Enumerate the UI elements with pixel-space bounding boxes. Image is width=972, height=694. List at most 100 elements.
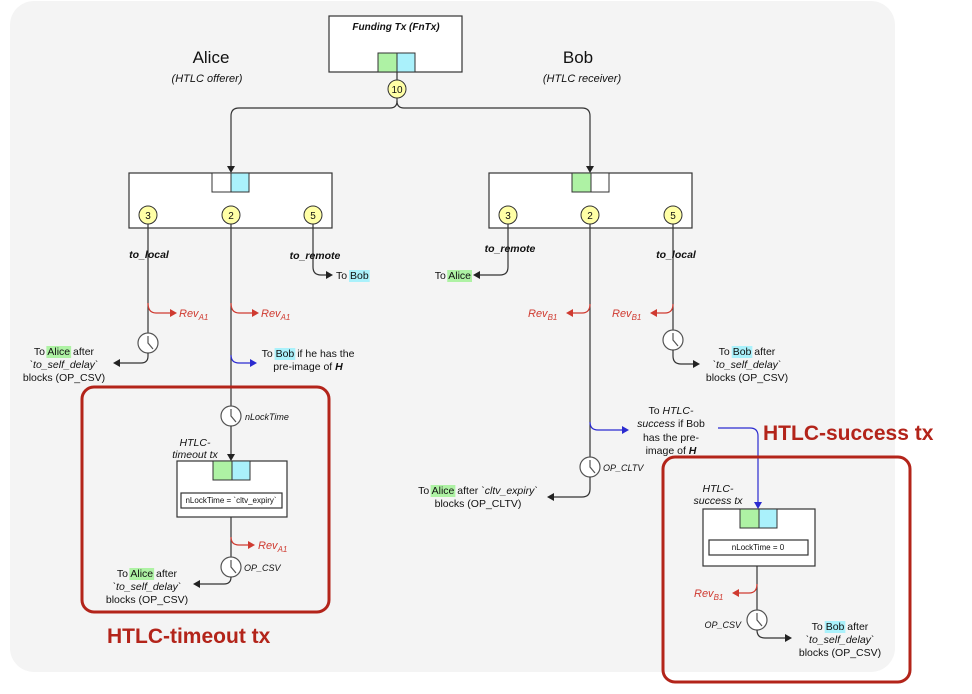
htlc-success-highlight-box (661, 455, 912, 684)
bob-htlc-value: 2 (587, 211, 593, 222)
alice-to-local-revocation-line (147, 302, 171, 314)
bob-commitment-input-left (571, 172, 592, 193)
htlc-success-caption: HTLC-success tx (763, 422, 934, 445)
bob-htlc-timeout-destination: To Alice after `cltv_expiry` blocks (OP_… (418, 485, 538, 510)
htlc-success-payout-line (756, 629, 786, 639)
alice-role: (HTLC offerer) (172, 73, 243, 85)
alice-to-remote-destination: To Bob (336, 270, 369, 282)
funding-tx-title: Funding Tx (FnTx) (352, 22, 440, 33)
svg-text:blocks (OP_CSV): blocks (OP_CSV) (106, 594, 188, 606)
bob-to-local-payout-line (672, 350, 694, 365)
alice-to-local-value: 3 (145, 211, 151, 222)
arrowhead (113, 359, 120, 367)
bob-commitment-tx: 3 2 5 (488, 172, 693, 229)
bob-to-remote-branch: to_remote To Alice (435, 224, 536, 282)
htlc-success-section: HTLC-success tx HTLC- success tx nLockTi… (661, 422, 934, 684)
svg-text:has the pre-: has the pre- (643, 432, 700, 444)
htlc-timeout-revocation-label: RevA1 (258, 540, 287, 554)
alice-htlc-revocation-label: RevA1 (261, 308, 290, 322)
alice-htlc-preimage-destination: To Bob if he has the pre-image of H (262, 348, 355, 373)
htlc-timeout-revocation-line (230, 536, 249, 546)
bob-to-local-revocation-line (656, 303, 674, 314)
alice-commitment-tx: 3 2 5 (128, 172, 333, 229)
htlc-timeout-nlocktime-box (180, 492, 283, 509)
alice-to-local-revocation-label: RevA1 (179, 308, 208, 322)
arrowhead (566, 309, 573, 317)
bob-htlc-success-destination: To HTLC- success if Bob has the pre- ima… (637, 405, 705, 457)
htlc-success-nlocktime-box (708, 539, 809, 556)
htlc-success-nlocktime: nLockTime = 0 (732, 543, 785, 552)
htlc-timeout-payout-line (199, 576, 232, 585)
alice-name: Alice (193, 48, 230, 67)
htlc-success-input-right (758, 508, 778, 529)
bob-to-local-label: to_local (656, 249, 697, 261)
clock-icon (579, 456, 601, 478)
clock-icon (662, 329, 684, 351)
svg-text:blocks (OP_CSV): blocks (OP_CSV) (706, 372, 788, 384)
htlc-timeout-nlocktime: nLockTime = `cltv_expiry` (185, 496, 276, 505)
htlc-success-revocation-line (738, 583, 758, 594)
arrowhead (547, 493, 554, 501)
bob-to-remote-label: to_remote (485, 243, 536, 255)
funding-output-value: 10 (391, 85, 403, 96)
htlc-timeout-input-left (212, 460, 233, 481)
svg-text:pre-image of H: pre-image of H (273, 361, 343, 373)
arrowhead (785, 634, 792, 642)
arrowhead (227, 454, 235, 461)
arrowhead (693, 360, 700, 368)
htlc-timeout-destination: To Alice after `to_self_delay` blocks (O… (106, 568, 188, 606)
svg-text:To Bob if he has the: To Bob if he has the (262, 348, 355, 360)
arrowhead (252, 309, 259, 317)
svg-text:To Alice after `cltv_expiry`: To Alice after `cltv_expiry` (418, 485, 538, 497)
bob-htlc-timeout-payout-line (553, 477, 591, 498)
svg-text:success if Bob: success if Bob (637, 418, 705, 430)
alice-header: Alice (HTLC offerer) (172, 48, 243, 85)
funding-input-alice (377, 52, 398, 73)
alice-htlc-revocation-line (230, 302, 253, 314)
funding-to-bob-commitment-line (396, 100, 591, 167)
svg-text:`to_self_delay`: `to_self_delay` (713, 359, 782, 371)
htlc-success-destination: To Bob after `to_self_delay` blocks (OP_… (799, 621, 881, 659)
alice-htlc-timelock-label: nLockTime (245, 412, 289, 422)
bob-to-local-destination: To Bob after `to_self_delay` blocks (OP_… (706, 346, 788, 384)
bob-to-local-value: 5 (670, 211, 676, 222)
clock-icon (220, 556, 242, 578)
alice-commitment-input-left (211, 172, 232, 193)
svg-text:blocks (OP_CSV): blocks (OP_CSV) (23, 372, 105, 384)
alice-to-local-label: to_local (129, 249, 170, 261)
clock-icon (137, 332, 159, 354)
highlight-alice (447, 270, 472, 282)
arrowhead (326, 271, 333, 279)
highlight-alice (46, 346, 72, 358)
htlc-timeout-timelock-label: OP_CSV (244, 563, 282, 573)
htlc-success-title-2: success tx (693, 495, 743, 507)
arrowhead (248, 541, 255, 549)
htlc-timeout-section: HTLC- timeout tx nLockTime = `cltv_expir… (80, 385, 331, 648)
bob-htlc-revocation-label: RevB1 (528, 308, 557, 322)
arrowhead (650, 309, 657, 317)
bob-role: (HTLC receiver) (543, 73, 622, 85)
arrowhead (732, 589, 739, 597)
highlight-bob (274, 348, 296, 360)
bob-htlc-revocation-line (572, 303, 591, 314)
bob-htlc-preimage-line (589, 421, 623, 431)
arrowhead (586, 166, 594, 173)
svg-text:To Bob after: To Bob after (719, 346, 776, 358)
alice-to-local-branch: to_local RevA1 To Alice after `to_self_d… (23, 224, 208, 384)
svg-text:To HTLC-: To HTLC- (649, 405, 694, 417)
alice-to-local-destination: To Alice after `to_self_delay` blocks (O… (23, 346, 105, 384)
highlight-alice (430, 485, 456, 497)
highlight-bob (824, 621, 846, 633)
svg-text:To Bob after: To Bob after (812, 621, 869, 633)
bob-to-local-revocation-label: RevB1 (612, 308, 641, 322)
arrowhead (193, 580, 200, 588)
htlc-timeout-highlight-box (80, 385, 331, 614)
bob-to-remote-destination: To Alice (435, 270, 471, 282)
alice-htlc-preimage-line (230, 354, 251, 364)
svg-text:`to_self_delay`: `to_self_delay` (806, 634, 875, 646)
highlight-alice (129, 568, 155, 580)
svg-text:To Alice after: To Alice after (117, 568, 178, 580)
svg-text:`to_self_delay`: `to_self_delay` (113, 581, 182, 593)
alice-htlc-value: 2 (228, 211, 234, 222)
